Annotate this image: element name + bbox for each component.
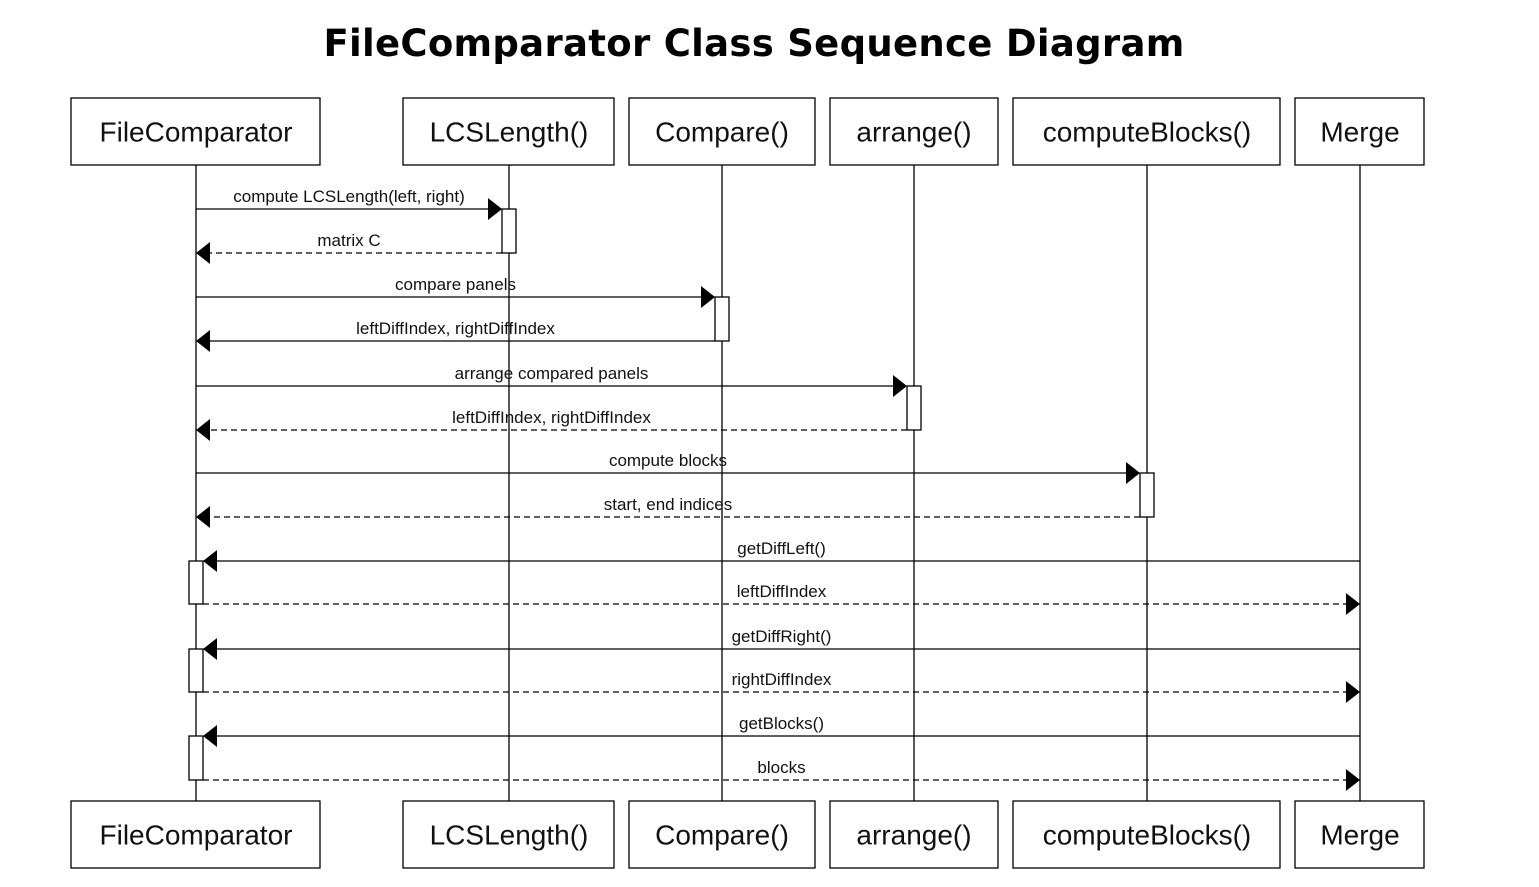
message-label: getDiffLeft() — [737, 539, 826, 558]
participant-label: FileComparator — [100, 117, 293, 148]
message-14: blocks — [203, 758, 1360, 791]
activation-fc — [188, 648, 204, 693]
activation-cb — [1139, 472, 1155, 518]
participant-cmp-top: Compare() — [628, 97, 816, 166]
activation-lcs — [501, 208, 517, 254]
arrowhead — [196, 419, 210, 441]
arrowhead — [893, 375, 907, 397]
arrowhead — [203, 638, 217, 660]
participant-boxes: FileComparatorFileComparatorLCSLength()L… — [70, 97, 1425, 869]
participant-label: computeBlocks() — [1043, 820, 1252, 851]
message-label: compute blocks — [609, 451, 727, 470]
message-label: start, end indices — [604, 495, 733, 514]
participant-label: Compare() — [655, 117, 789, 148]
arrowhead — [196, 330, 210, 352]
participant-fc-top: FileComparator — [70, 97, 321, 166]
arrowhead — [1346, 593, 1360, 615]
arrowhead — [701, 286, 715, 308]
arrowhead — [203, 550, 217, 572]
message-12: rightDiffIndex — [203, 670, 1360, 703]
participant-arr-top: arrange() — [829, 97, 999, 166]
arrowhead — [488, 198, 502, 220]
arrowhead — [1346, 681, 1360, 703]
message-4: leftDiffIndex, rightDiffIndex — [196, 319, 715, 352]
participant-mg-bottom: Merge — [1294, 800, 1425, 869]
participant-label: arrange() — [856, 820, 971, 851]
participant-cb-bottom: computeBlocks() — [1012, 800, 1281, 869]
message-label: matrix C — [317, 231, 380, 250]
participant-label: computeBlocks() — [1043, 117, 1252, 148]
message-label: blocks — [757, 758, 805, 777]
message-13: getBlocks() — [203, 714, 1360, 747]
message-6: leftDiffIndex, rightDiffIndex — [196, 408, 907, 441]
message-label: compare panels — [395, 275, 516, 294]
participant-label: LCSLength() — [430, 117, 589, 148]
message-label: leftDiffIndex, rightDiffIndex — [452, 408, 651, 427]
message-9: getDiffLeft() — [203, 539, 1360, 572]
participant-lcs-top: LCSLength() — [402, 97, 615, 166]
message-5: arrange compared panels — [196, 364, 907, 397]
diagram-title: FileComparator Class Sequence Diagram — [323, 22, 1185, 65]
message-3: compare panels — [196, 275, 715, 308]
message-10: leftDiffIndex — [203, 582, 1360, 615]
lifelines — [195, 165, 1361, 801]
activations — [188, 208, 1155, 781]
arrowhead — [1126, 462, 1140, 484]
participant-cb-top: computeBlocks() — [1012, 97, 1281, 166]
participant-lcs-bottom: LCSLength() — [402, 800, 615, 869]
participant-label: arrange() — [856, 117, 971, 148]
messages: compute LCSLength(left, right) matrix C co… — [196, 187, 1360, 791]
participant-label: Compare() — [655, 820, 789, 851]
message-label: rightDiffIndex — [732, 670, 832, 689]
message-label: compute LCSLength(left, right) — [233, 187, 465, 206]
activation-arr — [906, 385, 922, 431]
activation-fc — [188, 735, 204, 781]
message-11: getDiffRight() — [203, 627, 1360, 660]
message-8: start, end indices — [196, 495, 1140, 528]
arrowhead — [196, 506, 210, 528]
message-label: getDiffRight() — [732, 627, 832, 646]
participant-arr-bottom: arrange() — [829, 800, 999, 869]
arrowhead — [1346, 769, 1360, 791]
participant-label: Merge — [1320, 820, 1399, 851]
participant-label: Merge — [1320, 117, 1399, 148]
participant-fc-bottom: FileComparator — [70, 800, 321, 869]
activation-fc — [188, 560, 204, 605]
message-label: leftDiffIndex, rightDiffIndex — [356, 319, 555, 338]
message-label: leftDiffIndex — [737, 582, 827, 601]
participant-label: FileComparator — [100, 820, 293, 851]
message-7: compute blocks — [196, 451, 1140, 484]
arrowhead — [203, 725, 217, 747]
participant-mg-top: Merge — [1294, 97, 1425, 166]
message-2: matrix C — [196, 231, 502, 264]
message-1: compute LCSLength(left, right) — [196, 187, 502, 220]
participant-label: LCSLength() — [430, 820, 589, 851]
arrowhead — [196, 242, 210, 264]
message-label: arrange compared panels — [455, 364, 649, 383]
participant-cmp-bottom: Compare() — [628, 800, 816, 869]
activation-cmp — [714, 296, 730, 342]
message-label: getBlocks() — [739, 714, 824, 733]
